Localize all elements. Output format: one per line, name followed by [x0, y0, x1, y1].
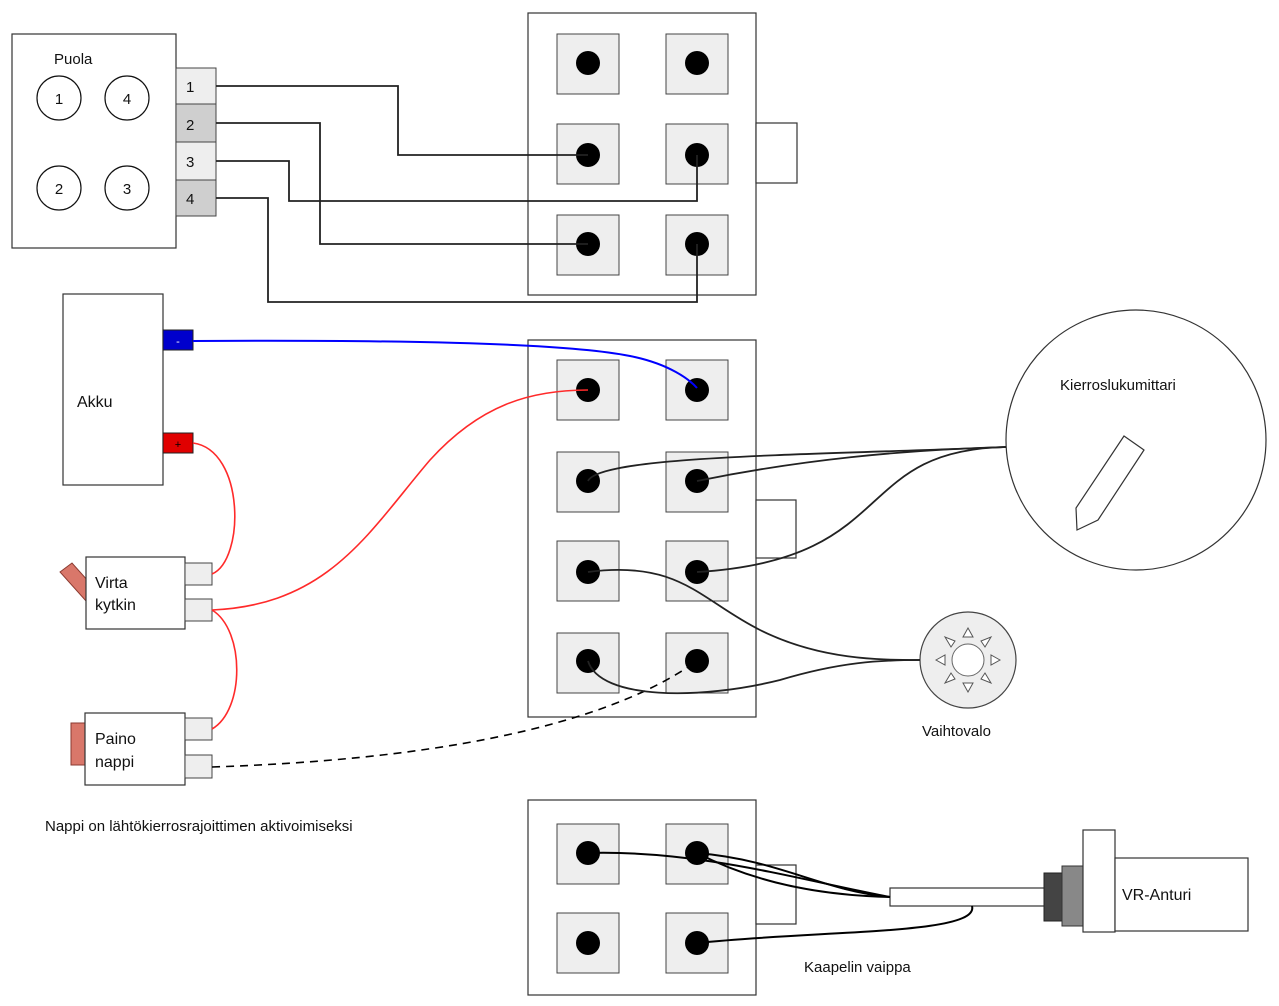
push-button-cap-icon	[70, 722, 86, 766]
coil-wires	[216, 85, 698, 303]
connector-middle	[527, 339, 797, 718]
terminal-label-2: 2	[186, 117, 194, 134]
tachometer-wires	[587, 446, 1007, 573]
svg-text:-: -	[176, 336, 180, 348]
vr-sensor-label: VR-Anturi	[1122, 887, 1191, 904]
connector-top	[527, 12, 798, 296]
svg-text:+: +	[175, 439, 181, 451]
sensor-wires	[587, 851, 974, 944]
svg-text:3: 3	[123, 181, 131, 198]
coil-block: Puola 1 4 2 3 1 2 3 4	[11, 33, 217, 249]
svg-text:2: 2	[55, 181, 63, 198]
push-button: Paino nappi	[70, 712, 213, 786]
power-switch: Virta kytkin	[59, 556, 213, 630]
coil-pin-4: 4	[104, 75, 150, 121]
tachometer: Kierroslukumittari	[1005, 309, 1267, 571]
coil-terminal-strip: 1 2 3 4	[175, 67, 217, 217]
sensor-cable	[889, 887, 1047, 907]
sun-icon	[934, 626, 1002, 694]
push-button-note: Nappi on lähtökierrosrajoittimen aktivoi…	[45, 818, 353, 835]
battery-label: Akku	[77, 394, 113, 411]
coil-pin-1: 1	[36, 75, 82, 121]
terminal-label-4: 4	[186, 191, 194, 208]
coil-pin-3: 3	[104, 165, 150, 211]
coil-title: Puola	[54, 51, 93, 68]
coil-pin-2: 2	[36, 165, 82, 211]
terminal-label-3: 3	[186, 154, 194, 171]
power-wires	[192, 339, 698, 768]
vr-sensor: VR-Anturi	[889, 829, 1249, 933]
tachometer-needle-icon	[1075, 435, 1145, 531]
cable-shield-label: Kaapelin vaippa	[804, 959, 911, 976]
shift-light-label: Vaihtovalo	[922, 723, 991, 740]
switch-label-1: Virta	[95, 575, 128, 592]
push-button-label-2: nappi	[95, 754, 134, 771]
tachometer-label: Kierroslukumittari	[1060, 377, 1176, 394]
svg-text:1: 1	[55, 91, 63, 108]
shift-light-wires	[587, 568, 921, 695]
switch-label-2: kytkin	[95, 597, 136, 614]
push-button-label-1: Paino	[95, 731, 136, 748]
svg-text:4: 4	[123, 91, 131, 108]
battery: Akku - +	[62, 293, 194, 486]
connector-bottom	[527, 799, 797, 996]
shift-light: Vaihtovalo	[919, 611, 1017, 740]
terminal-label-1: 1	[186, 79, 194, 96]
